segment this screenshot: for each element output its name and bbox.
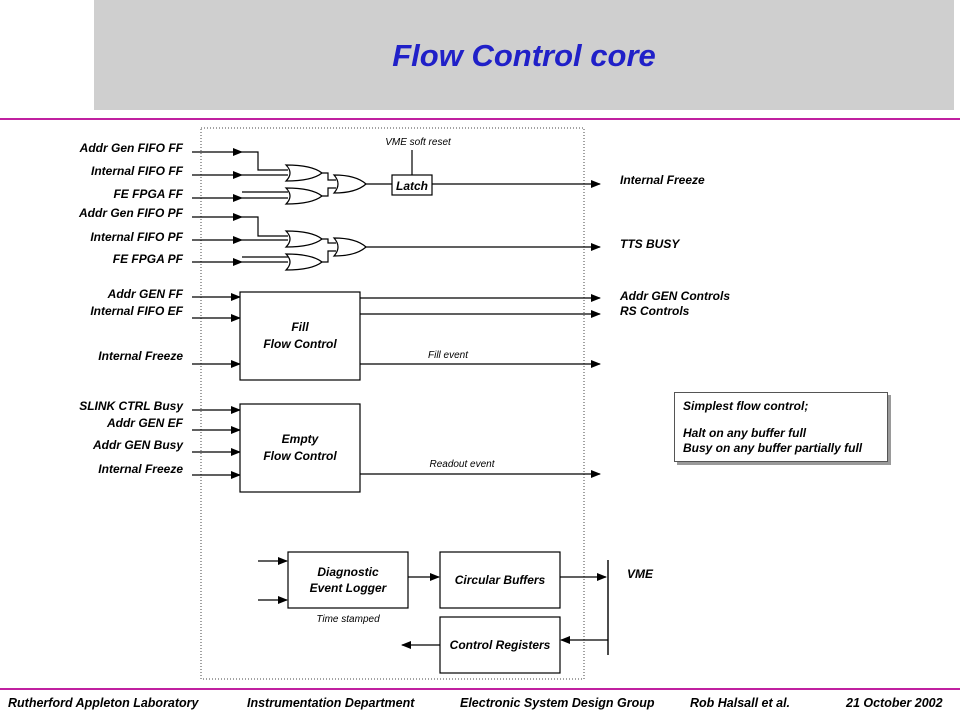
footer-group: Electronic System Design Group	[460, 696, 655, 710]
fill-output-wires	[360, 294, 601, 368]
ff-gate-wires	[322, 172, 336, 197]
input-label-slink-ctrl-busy: SLINK CTRL Busy	[79, 399, 184, 413]
empty-block-line1: Empty	[282, 432, 320, 446]
fill-input-wires	[192, 293, 241, 368]
time-stamped-label: Time stamped	[316, 614, 380, 625]
note-line1: Simplest flow control;	[683, 399, 809, 413]
input-label-fe-fpga-ff: FE FPGA FF	[113, 187, 183, 201]
input-label-internal-freeze-empty: Internal Freeze	[98, 462, 183, 476]
control-registers-label: Control Registers	[450, 638, 551, 652]
control-registers-block	[439, 616, 561, 674]
footer: Rutherford Appleton Laboratory Instrumen…	[0, 696, 960, 716]
footer-lab: Rutherford Appleton Laboratory	[8, 696, 199, 710]
empty-block-line2: Flow Control	[263, 449, 337, 463]
core-boundary	[200, 127, 585, 680]
input-label-fe-fpga-pf: FE FPGA PF	[113, 252, 184, 266]
note-line2: Halt on any buffer full	[683, 426, 807, 440]
footer-dept: Instrumentation Department	[247, 696, 415, 710]
note-box: Simplest flow control; Halt on any buffe…	[674, 392, 888, 462]
output-label-addr-gen-controls: Addr GEN Controls	[619, 289, 730, 303]
input-label-internal-fifo-ef: Internal FIFO EF	[90, 304, 183, 318]
or-gate-ff-1	[284, 164, 323, 182]
diag-block-line1: Diagnostic	[317, 565, 379, 579]
input-label-internal-freeze-fill: Internal Freeze	[98, 349, 183, 363]
pf-input-wires	[192, 213, 288, 266]
diag-block-line2: Event Logger	[310, 581, 388, 595]
or-gate-pf-3	[332, 237, 367, 257]
input-label-internal-fifo-pf: Internal FIFO PF	[90, 230, 183, 244]
output-label-tts-busy: TTS BUSY	[620, 237, 680, 251]
fill-block-line2: Flow Control	[263, 337, 337, 351]
output-label-internal-freeze: Internal Freeze	[620, 173, 705, 187]
input-label-addr-gen-fifo-ff: Addr Gen FIFO FF	[79, 141, 184, 155]
top-divider	[0, 118, 960, 120]
input-label-addr-gen-busy: Addr GEN Busy	[92, 438, 184, 452]
input-label-addr-gen-ff: Addr GEN FF	[107, 287, 184, 301]
header-band	[94, 0, 954, 110]
footer-author: Rob Halsall et al.	[690, 696, 791, 710]
diagnostic-event-logger-block	[287, 551, 409, 609]
circular-buffers-block	[439, 551, 561, 609]
or-gate-pf-2	[284, 253, 323, 271]
or-gate-ff-2	[284, 187, 323, 205]
page-title: Flow Control core	[392, 38, 656, 73]
vme-soft-reset-label: VME soft reset	[385, 137, 452, 148]
diag-input-wires	[258, 557, 288, 604]
input-label-addr-gen-fifo-pf: Addr Gen FIFO PF	[78, 206, 184, 220]
bottom-divider	[0, 688, 960, 690]
ff-input-wires	[192, 148, 288, 202]
fill-flow-control-block	[239, 291, 361, 381]
input-label-addr-gen-ef: Addr GEN EF	[106, 416, 184, 430]
output-label-rs-controls: RS Controls	[620, 304, 690, 318]
pf-gate-wires	[322, 238, 336, 263]
readout-event-label: Readout event	[429, 459, 495, 470]
footer-date: 21 October 2002	[846, 696, 943, 710]
or-gate-ff-3	[332, 174, 367, 194]
fill-event-label: Fill event	[428, 350, 469, 361]
note-line3: Busy on any buffer partially full	[683, 441, 863, 455]
empty-flow-control-block	[239, 403, 361, 493]
circular-buffers-label: Circular Buffers	[455, 573, 546, 587]
fill-block-line1: Fill	[291, 320, 309, 334]
output-label-vme: VME	[627, 567, 654, 581]
empty-input-wires	[192, 406, 241, 479]
input-label-internal-fifo-ff: Internal FIFO FF	[91, 164, 184, 178]
latch-label: Latch	[396, 179, 428, 193]
or-gate-pf-1	[284, 230, 323, 248]
